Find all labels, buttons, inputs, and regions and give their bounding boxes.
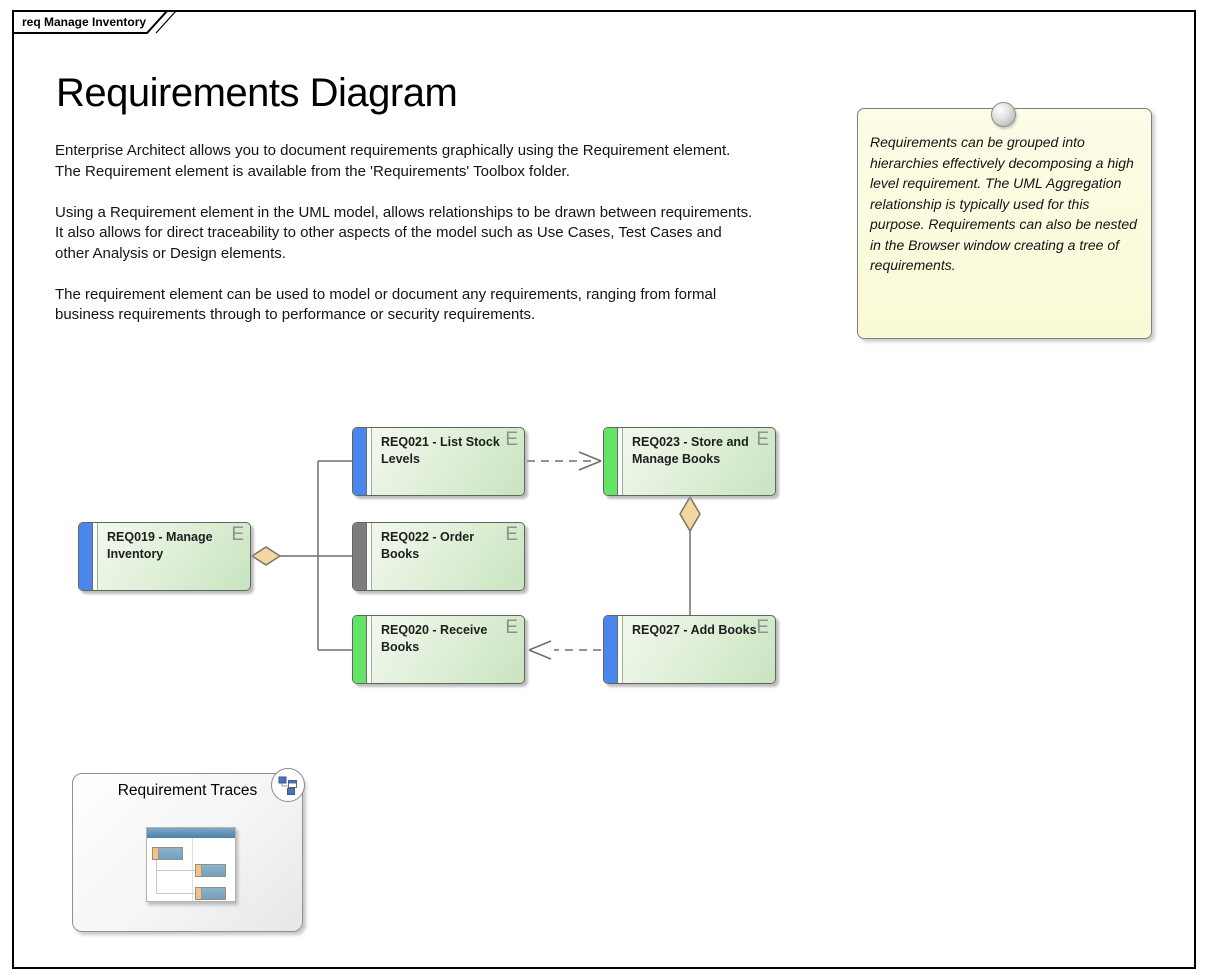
requirement-req023[interactable]: REQ023 - Store and Manage Books E bbox=[603, 427, 776, 496]
requirement-req020[interactable]: REQ020 - Receive Books E bbox=[352, 615, 525, 684]
traceability-thumbnail bbox=[146, 827, 236, 902]
bar-separator bbox=[93, 523, 98, 590]
bar-separator bbox=[618, 616, 623, 683]
thumbnail-titlebar bbox=[147, 828, 235, 838]
requirement-label: REQ021 - List Stock Levels bbox=[381, 435, 500, 466]
bar-separator bbox=[367, 523, 372, 590]
requirement-label: REQ020 - Receive Books bbox=[381, 623, 488, 654]
pin-icon bbox=[991, 102, 1016, 127]
intro-paragraph-2: Using a Requirement element in the UML m… bbox=[55, 203, 753, 262]
element-badge-icon: E bbox=[505, 524, 518, 545]
intro-text: Enterprise Architect allows you to docum… bbox=[55, 141, 760, 346]
composite-diagram-icon[interactable] bbox=[271, 768, 305, 802]
thumbnail-tree-line bbox=[156, 893, 195, 894]
aggregation-diamond-req023[interactable] bbox=[679, 495, 701, 533]
thumbnail-tree-line bbox=[156, 860, 157, 893]
aggregation-diamond-req019[interactable] bbox=[250, 546, 282, 566]
intro-paragraph-1: Enterprise Architect allows you to docum… bbox=[55, 142, 731, 180]
status-bar bbox=[353, 523, 367, 590]
frame-tab-slash bbox=[155, 10, 177, 34]
frame-tab-label: req Manage Inventory bbox=[22, 15, 147, 29]
status-bar bbox=[79, 523, 93, 590]
thumbnail-tree-item bbox=[195, 864, 226, 877]
dependency-arrowhead-req023 bbox=[578, 451, 602, 471]
status-bar bbox=[604, 616, 618, 683]
requirement-label: REQ022 - Order Books bbox=[381, 530, 475, 561]
thumbnail-divider bbox=[192, 838, 193, 901]
requirement-body: REQ023 - Store and Manage Books E bbox=[623, 428, 775, 495]
requirement-body: REQ019 - Manage Inventory E bbox=[98, 523, 250, 590]
element-badge-icon: E bbox=[505, 429, 518, 450]
status-bar bbox=[353, 616, 367, 683]
requirement-req027[interactable]: REQ027 - Add Books E bbox=[603, 615, 776, 684]
dependency-arrowhead-req020 bbox=[528, 640, 552, 660]
requirement-req019[interactable]: REQ019 - Manage Inventory E bbox=[78, 522, 251, 591]
requirement-body: REQ027 - Add Books E bbox=[623, 616, 775, 683]
bar-separator bbox=[367, 616, 372, 683]
requirement-label: REQ019 - Manage Inventory bbox=[107, 530, 213, 561]
element-badge-icon: E bbox=[756, 617, 769, 638]
thumbnail-tree-item bbox=[152, 847, 183, 860]
bar-separator bbox=[367, 428, 372, 495]
element-badge-icon: E bbox=[505, 617, 518, 638]
page-title: Requirements Diagram bbox=[56, 71, 458, 115]
bar-separator bbox=[618, 428, 623, 495]
thumbnail-tree-item bbox=[195, 887, 226, 900]
frame-tab-shape[interactable] bbox=[12, 10, 170, 34]
requirement-req022[interactable]: REQ022 - Order Books E bbox=[352, 522, 525, 591]
requirement-label: REQ027 - Add Books bbox=[632, 623, 757, 637]
requirement-traces-title: Requirement Traces bbox=[117, 782, 258, 799]
requirement-traces-element[interactable]: Requirement Traces bbox=[72, 768, 305, 932]
element-badge-icon: E bbox=[231, 524, 244, 545]
requirement-body: REQ022 - Order Books E bbox=[372, 523, 524, 590]
element-badge-icon: E bbox=[756, 429, 769, 450]
requirement-label: REQ023 - Store and Manage Books bbox=[632, 435, 749, 466]
status-bar bbox=[604, 428, 618, 495]
intro-paragraph-3: The requirement element can be used to m… bbox=[55, 285, 717, 324]
note-text: Requirements can be grouped into hierarc… bbox=[870, 134, 1137, 273]
requirement-body: REQ020 - Receive Books E bbox=[372, 616, 524, 683]
status-bar bbox=[353, 428, 367, 495]
aggregation-connector-req019[interactable] bbox=[280, 460, 352, 651]
requirement-body: REQ021 - List Stock Levels E bbox=[372, 428, 524, 495]
requirement-req021[interactable]: REQ021 - List Stock Levels E bbox=[352, 427, 525, 496]
note-element[interactable]: Requirements can be grouped into hierarc… bbox=[857, 108, 1152, 339]
thumbnail-tree-line bbox=[156, 870, 195, 871]
